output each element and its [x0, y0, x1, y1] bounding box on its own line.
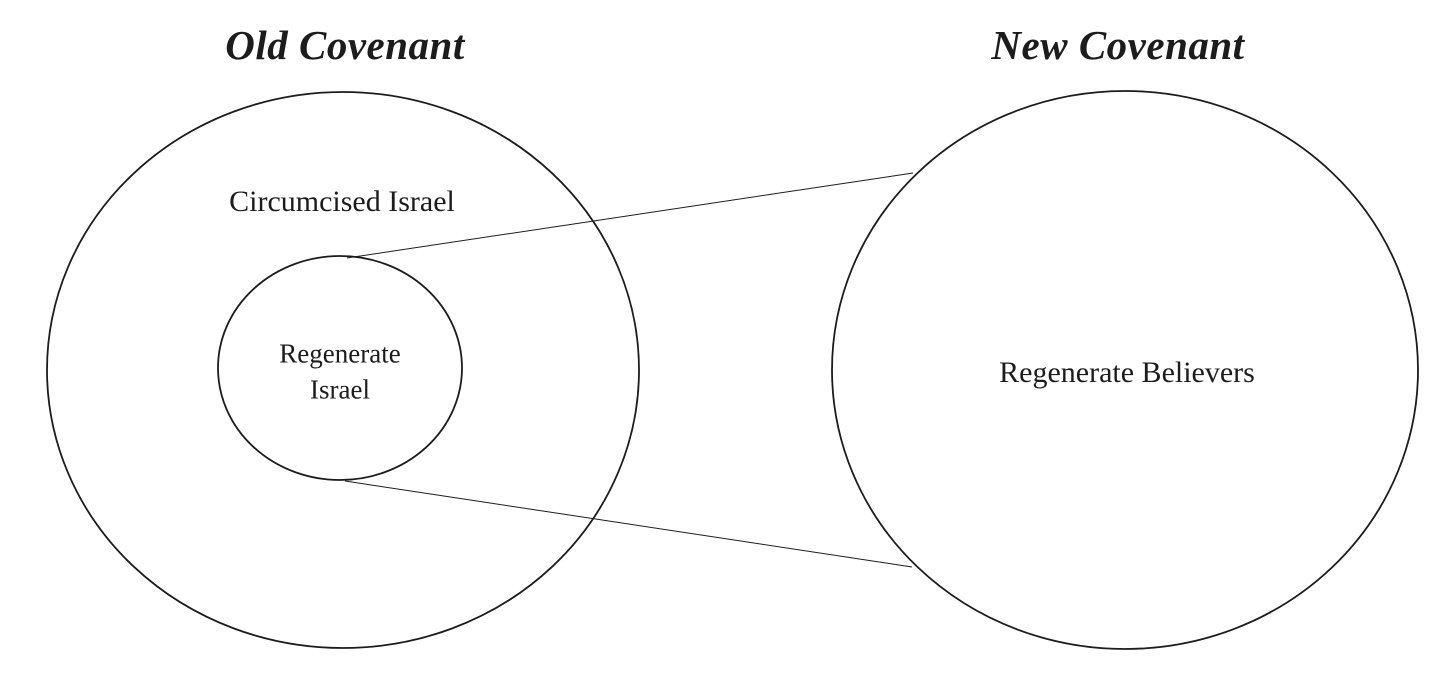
new-covenant-circle [831, 90, 1419, 650]
circumcised-israel-label: Circumcised Israel [229, 185, 455, 218]
regenerate-israel-label: Regenerate Israel [279, 336, 400, 409]
bottom-connector-line [344, 480, 913, 568]
regenerate-israel-inner-circle [217, 255, 463, 481]
new-covenant-title: New Covenant [991, 22, 1245, 68]
old-covenant-outer-circle [46, 91, 640, 649]
regenerate-believers-label: Regenerate Believers [999, 356, 1255, 389]
old-covenant-title: Old Covenant [225, 22, 465, 68]
regenerate-israel-label-line1: Regenerate [279, 338, 401, 369]
regenerate-israel-label-line2: Israel [310, 375, 370, 405]
top-connector-line [346, 172, 914, 259]
